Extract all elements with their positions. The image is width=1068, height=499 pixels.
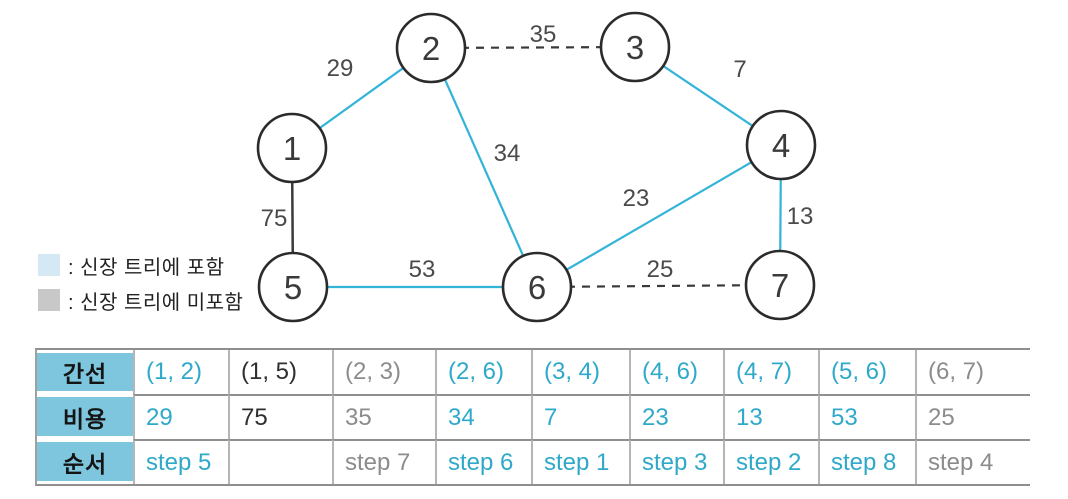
node-label-1: 1 [283,130,301,167]
edge-weight-2-6: 34 [494,140,521,167]
graph-edge-2-6 [429,47,539,288]
step-cell: step 3 [629,439,723,484]
node-label-7: 7 [771,267,789,304]
edge-cell: (2, 6) [435,350,531,394]
cost-cell: 13 [723,394,818,439]
legend-excluded-label: : 신장 트리에 미포함 [68,291,244,314]
graph-edge-6-7 [536,283,781,289]
graph-node-1 [256,112,328,184]
edge-selection-table: 간선(1, 2)(1, 5)(2, 3)(2, 6)(3, 4)(4, 6)(4… [35,348,1030,486]
edge-weight-1-5: 75 [261,205,288,232]
step-cell: step 2 [723,439,818,484]
legend-included-row: : 신장 트리에 포함 [38,254,243,279]
cost-cell: 75 [228,394,332,439]
edge-weight-6-7: 25 [647,256,674,283]
graph-node-6 [501,251,573,323]
step-cell: step 4 [915,439,1030,484]
cost-cell: 29 [133,394,228,439]
edge-cell: (1, 2) [133,350,228,394]
legend: : 신장 트리에 포함 : 신장 트리에 미포함 [38,254,243,324]
edge-weight-5-6: 53 [409,256,436,283]
row-header-order: 순서 [37,442,133,481]
legend-included-swatch [38,254,60,276]
edge-weight-1-2: 29 [327,55,354,82]
cost-cell: 53 [818,394,915,439]
edge-cell: (4, 7) [723,350,818,394]
edge-weight-3-4: 7 [733,56,746,83]
row-header-edge: 간선 [37,353,133,391]
node-label-6: 6 [528,269,546,306]
edge-weight-2-3: 35 [530,21,557,48]
step-cell: step 7 [332,439,435,484]
cost-cell: 7 [531,394,629,439]
graph-node-7 [744,249,816,321]
edge-cell: (6, 7) [915,350,1030,394]
edge-cell: (3, 4) [531,350,629,394]
cost-cell: 34 [435,394,531,439]
node-label-2: 2 [422,30,440,67]
step-cell: step 1 [531,439,629,484]
node-label-4: 4 [772,127,790,164]
edge-cell: (4, 6) [629,350,723,394]
graph-node-3 [599,11,671,83]
step-cell: step 5 [133,439,228,484]
edge-cell: (5, 6) [818,350,915,394]
step-cell: step 8 [818,439,915,484]
cost-cell: 25 [915,394,1030,439]
row-header-cost: 비용 [37,397,133,436]
graph-edge-4-6 [536,144,782,288]
step-cell [228,439,332,484]
node-label-3: 3 [626,29,644,66]
edge-selection-grid: 간선(1, 2)(1, 5)(2, 3)(2, 6)(3, 4)(4, 6)(4… [37,350,1030,484]
legend-included-label: : 신장 트리에 포함 [68,256,225,279]
legend-excluded-swatch [38,289,60,311]
edge-weight-4-6: 23 [623,185,650,212]
graph-node-4 [745,109,817,181]
cost-cell: 35 [332,394,435,439]
edge-weight-4-7: 13 [787,203,814,230]
edge-cell: (1, 5) [228,350,332,394]
edge-cell: (2, 3) [332,350,435,394]
legend-excluded-row: : 신장 트리에 미포함 [38,289,243,314]
step-cell: step 6 [435,439,531,484]
graph-node-5 [257,251,329,323]
cost-cell: 23 [629,394,723,439]
graph-node-2 [395,12,467,84]
node-label-5: 5 [284,269,302,306]
